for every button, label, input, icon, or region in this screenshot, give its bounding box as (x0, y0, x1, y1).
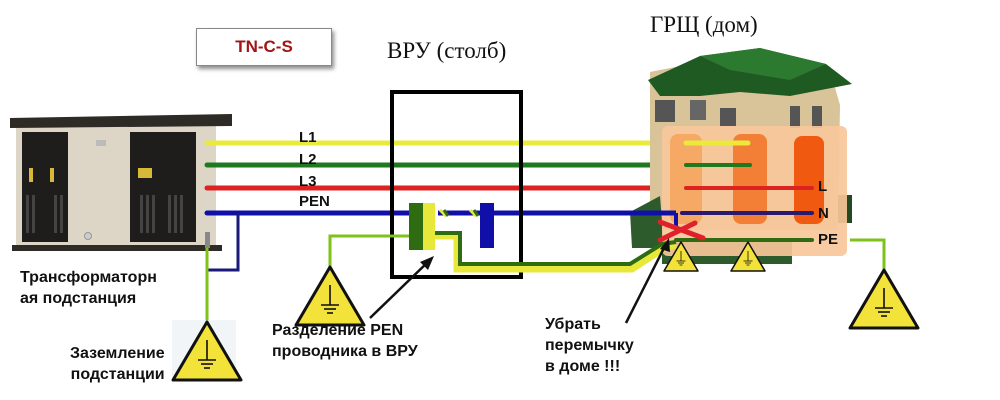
transformer-substation (10, 114, 232, 251)
transformer-label-line2: ая подстанция (20, 290, 137, 307)
pen-jumper-marks (438, 208, 480, 218)
external-ground-sign (848, 268, 920, 330)
vru-ground-sign (294, 265, 366, 327)
grsh-title: ГРЩ (дом) (650, 12, 758, 37)
remove-jumper-label-line3: в доме !!! (545, 358, 621, 375)
substation-ground-label-line2: подстанции (70, 366, 165, 383)
transformer-label-line1: Трансформаторн (20, 269, 157, 286)
vru-ground-wire (328, 234, 411, 272)
terminal-label-pe: PE (818, 231, 839, 248)
substation-ground-sign (171, 320, 243, 382)
remove-jumper-cross (657, 219, 706, 243)
wire-label-pen: PEN (299, 193, 330, 210)
terminal-label-l: L (818, 178, 828, 195)
remove-jumper-label: Убрать перемычку в доме !!! (545, 314, 634, 377)
substation-ground-label: Заземление подстанции (70, 343, 165, 385)
n-terminal (480, 203, 494, 248)
vru-box (390, 90, 523, 279)
remove-jumper-label-line2: перемычку (545, 337, 634, 354)
wire-pen (204, 210, 678, 226)
distribution-panel (662, 126, 847, 256)
transformer-label: Трансформаторн ая подстанция (20, 267, 157, 309)
substation-ground-label-line1: Заземление (70, 345, 165, 362)
pen-separation-label: Разделение PEN проводника в ВРУ (272, 320, 418, 362)
separation-arrow (369, 256, 434, 319)
pen-separation-label-line2: проводника в ВРУ (272, 343, 418, 360)
remove-jumper-arrow (624, 238, 670, 324)
vru-title: ВРУ (столб) (387, 38, 507, 63)
wire-label-l1: L1 (299, 129, 317, 146)
pen-split-terminal (409, 203, 435, 250)
pen-separation-label-line1: Разделение PEN (272, 322, 404, 339)
wire-label-l2: L2 (299, 151, 317, 168)
remove-jumper-label-line1: Убрать (545, 316, 601, 333)
wire-label-l3: L3 (299, 173, 317, 190)
transformer-pen-ground-tie (207, 213, 240, 272)
terminal-label-n: N (818, 205, 829, 222)
system-type-badge: TN-C-S (196, 28, 332, 66)
